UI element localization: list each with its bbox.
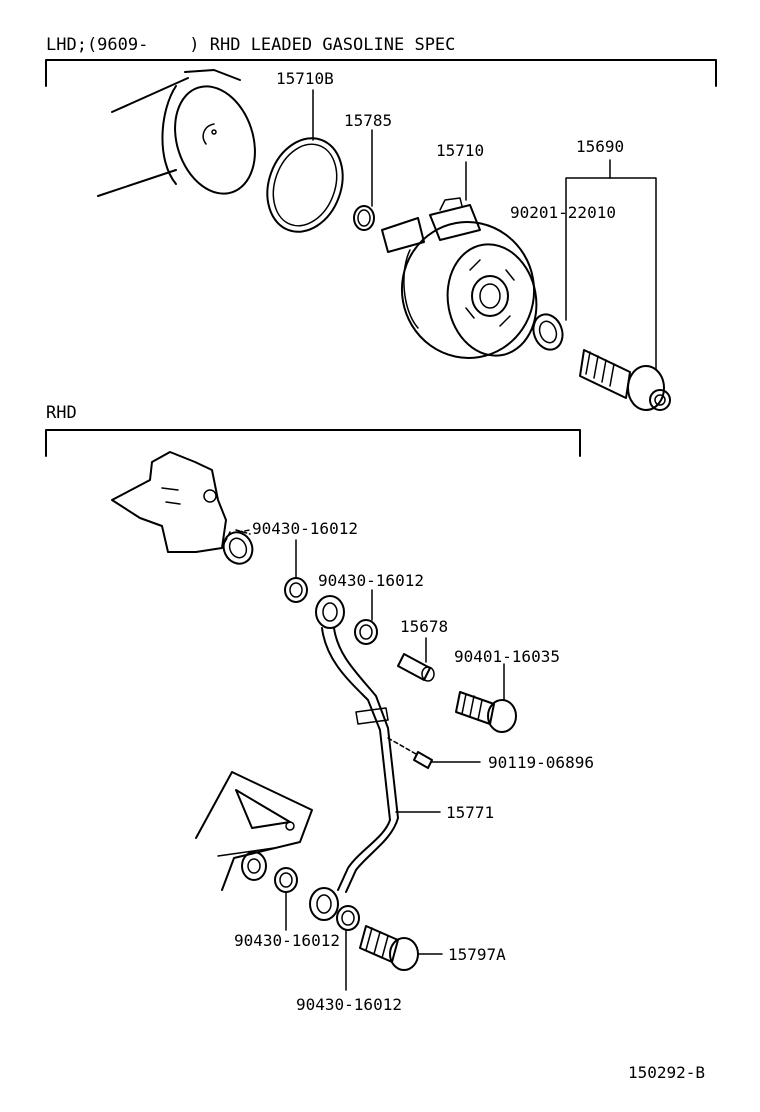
label-15771: 15771: [446, 803, 494, 822]
oil-cooler-15710-drawing: [381, 197, 538, 359]
label-15690: 15690: [576, 137, 624, 156]
union-bolt-15797A-drawing: [359, 925, 419, 971]
bolt-90119-drawing: [387, 737, 433, 769]
engine-housing-drawing: [97, 69, 256, 197]
plug-bolt-90401-drawing: [455, 691, 517, 733]
sensor-15678-drawing: [397, 653, 435, 682]
label-15785: 15785: [344, 111, 392, 130]
gasket-90430-c-drawing: [274, 867, 298, 893]
gasket-90430-a-drawing: [284, 577, 308, 603]
bottom-section-bracket: [45, 429, 581, 457]
label-90430-16012-c: 90430-16012: [234, 931, 340, 950]
gasket-90201-drawing: [532, 313, 564, 351]
label-90201-22010: 90201-22010: [510, 203, 616, 222]
leader-15690-bracket: [565, 177, 657, 371]
union-bolt-15690-drawing: [579, 349, 671, 411]
label-15710: 15710: [436, 141, 484, 160]
figure-id: 150292-B: [628, 1063, 705, 1082]
bottom-section-header: RHD: [46, 403, 77, 423]
engine-bracket-drawing: [195, 771, 313, 891]
label-15678: 15678: [400, 617, 448, 636]
label-90401-16035: 90401-16035: [454, 647, 560, 666]
label-15797A: 15797A: [448, 945, 506, 964]
oil-pipe-15771-drawing: [309, 595, 399, 921]
gasket-90430-d-drawing: [336, 905, 360, 931]
label-90430-16012-a: 90430-16012: [252, 519, 358, 538]
label-90430-16012-b: 90430-16012: [318, 571, 424, 590]
label-15710B: 15710B: [276, 69, 334, 88]
top-section-header: LHD;(9609- ) RHD LEADED GASOLINE SPEC: [46, 35, 455, 55]
label-90119-06896: 90119-06896: [488, 753, 594, 772]
ring-15785-drawing: [353, 205, 375, 231]
pump-housing-drawing: [111, 451, 254, 565]
label-90430-16012-d: 90430-16012: [296, 995, 402, 1014]
top-section-bracket: [45, 59, 717, 87]
gasket-90430-b-drawing: [354, 619, 378, 645]
o-ring-15710B-drawing: [266, 137, 344, 233]
